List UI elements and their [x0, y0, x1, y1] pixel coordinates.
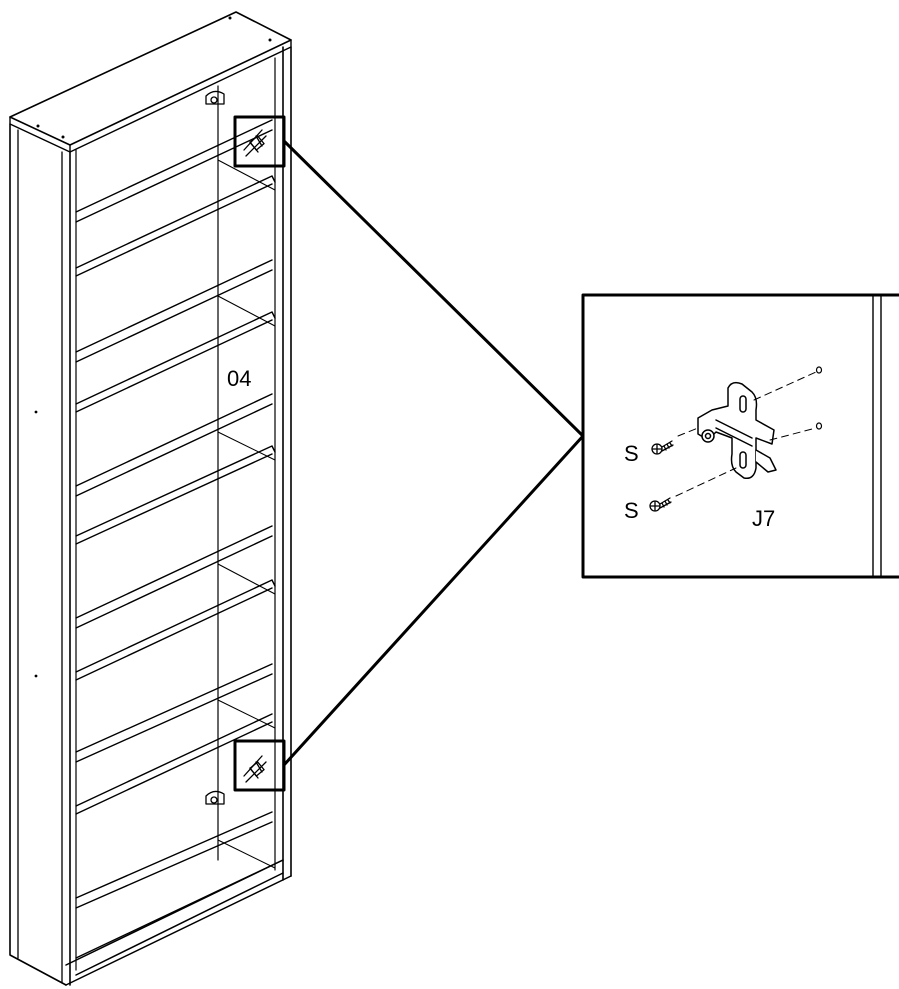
shelf	[75, 259, 276, 413]
shelf-pin-hole	[34, 410, 38, 414]
screw-icon	[649, 497, 672, 512]
screw-label-bottom: S	[624, 498, 639, 523]
screw-label-top: S	[624, 441, 639, 466]
top-hole	[61, 135, 65, 139]
cabinet-left-side-edge	[17, 129, 63, 984]
shelf	[75, 663, 273, 815]
cabinet-left-side	[9, 123, 67, 986]
shelf-rear-edges	[217, 159, 276, 869]
cabinet	[9, 11, 292, 986]
shelf	[75, 119, 276, 277]
shelf	[75, 393, 276, 545]
pilot-hole	[815, 366, 823, 374]
top-hole	[36, 124, 40, 128]
hinge-small-icon	[243, 755, 267, 783]
hinge-plate-label: J7	[752, 506, 775, 531]
corner-bracket-icon	[205, 90, 225, 105]
corner-bracket-icon	[205, 790, 225, 805]
hinge-highlight-bottom	[233, 739, 286, 792]
shelf	[75, 811, 284, 959]
alignment-line	[769, 427, 817, 441]
top-hole	[228, 16, 232, 20]
pilot-hole	[815, 422, 823, 430]
screw-icon	[651, 440, 674, 455]
shelf	[75, 525, 276, 681]
detail-inset	[581, 293, 899, 579]
panel-label: 04	[227, 366, 251, 391]
alignment-line	[675, 467, 737, 497]
hinge-plate-icon	[697, 381, 777, 480]
shelf-pin-hole	[34, 674, 38, 678]
top-hole	[268, 38, 272, 42]
cabinet-back-edge	[217, 57, 276, 871]
shelves	[75, 119, 284, 959]
leader-line-bottom	[282, 434, 585, 767]
leader-line-top	[282, 139, 585, 438]
cabinet-plinth	[65, 859, 292, 986]
cabinet-top-board	[9, 11, 292, 146]
detail-panel-edge	[872, 294, 882, 578]
hinge-small-icon	[243, 129, 267, 157]
alignment-line	[677, 427, 699, 437]
